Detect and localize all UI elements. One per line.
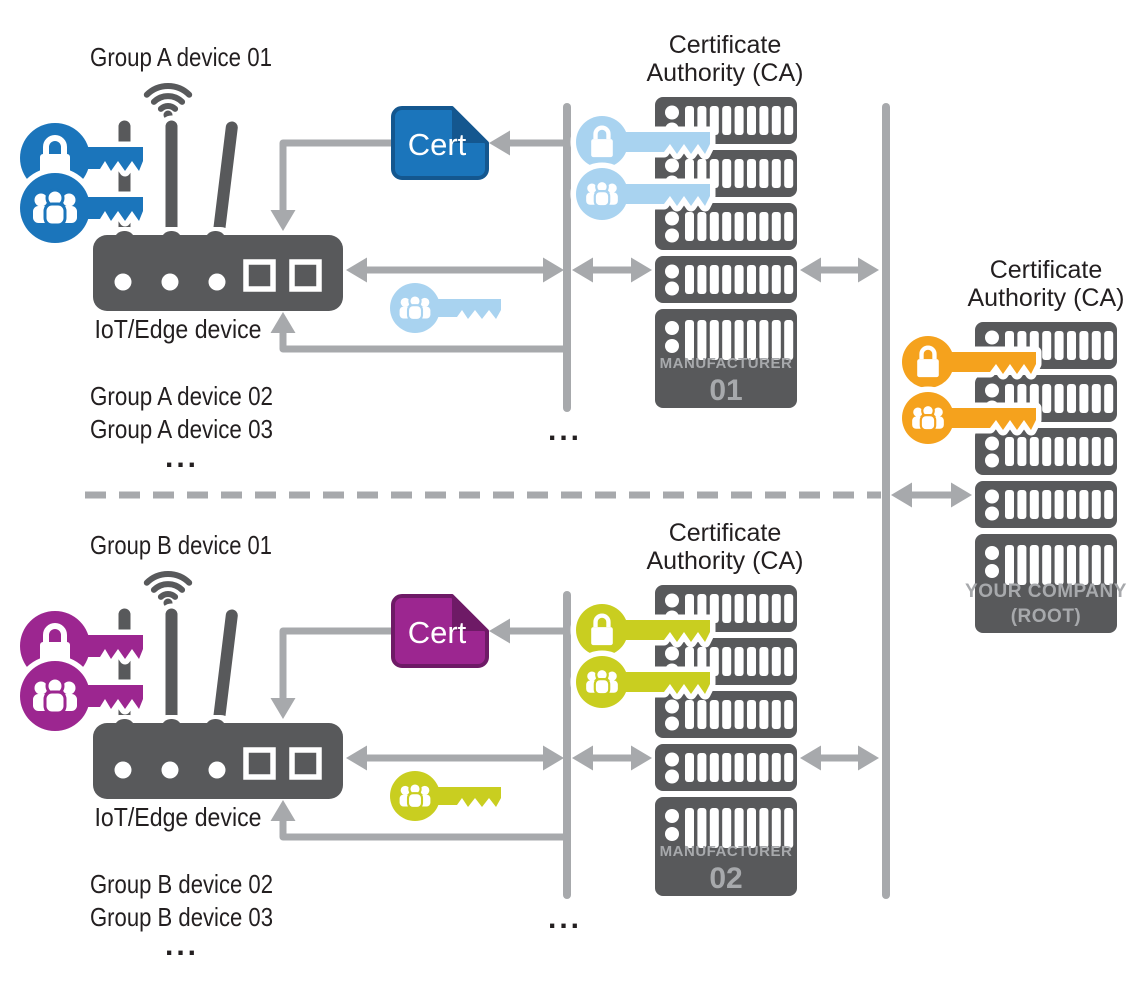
arrow-cert-b-to-device <box>270 698 296 719</box>
root-label-line2: (ROOT) <box>1011 606 1082 627</box>
group-b-device: Group B device 01 IoT/Edge device Group … <box>20 530 343 962</box>
root-title-line2: Authority (CA) <box>968 284 1125 312</box>
arrow-device-a-bus-right <box>543 257 564 283</box>
arrow-bus-ca2-right <box>631 745 652 771</box>
arrow-cert-a-to-device <box>270 210 296 231</box>
group-a-ellipsis: ... <box>165 441 199 474</box>
ca2-label-line1: MANUFACTURER <box>660 843 793 860</box>
arrow-device-b-bus-left <box>346 745 367 771</box>
arrow-bus-ca1-right <box>631 257 652 283</box>
cert-badge-group-a: Cert <box>391 106 489 180</box>
server-stack: MANUFACTURER 02 <box>655 585 797 896</box>
group-a-device-02-label: Group A device 02 <box>90 381 273 411</box>
wifi-icon <box>147 86 189 119</box>
ca1-title-line2: Authority (CA) <box>647 59 804 87</box>
cert-badge-group-b: Cert <box>391 594 489 668</box>
group-b-ellipsis: ... <box>165 929 199 962</box>
arrow-ca1-root-right <box>858 257 879 283</box>
arrow-bus-ca2-left <box>572 745 593 771</box>
iot-edge-device-label: IoT/Edge device <box>95 314 262 344</box>
root-label-line1: YOUR COMPANY <box>965 581 1127 602</box>
ca2-label-line2: 02 <box>709 862 742 895</box>
ellipsis-mid-bottom: ... <box>548 902 582 935</box>
ca1-label-line2: 01 <box>709 374 742 407</box>
server-stack: MANUFACTURER 01 <box>655 97 797 408</box>
arrow-return-to-device-a <box>270 312 296 333</box>
arrow-return-to-device-b <box>270 800 296 821</box>
people-key-icon <box>390 771 501 821</box>
ca1-title-line1: Certificate <box>669 31 782 59</box>
group-b-device-label: Group B device 01 <box>90 530 272 560</box>
server-unit <box>975 481 1117 528</box>
arrow-root-left <box>891 482 912 508</box>
group-b-device-02-label: Group B device 02 <box>90 869 273 899</box>
server-unit <box>975 428 1117 475</box>
arrow-root-right <box>951 482 972 508</box>
arrow-ca2-root-right <box>858 745 879 771</box>
ellipsis-mid-top: ... <box>548 414 582 447</box>
server-stack: YOUR COMPANY (ROOT) <box>965 322 1127 633</box>
ca2-title-line1: Certificate <box>669 519 782 547</box>
arrow-ca2-root-left <box>800 745 821 771</box>
connector-lines <box>85 103 972 899</box>
iot-edge-device-label: IoT/Edge device <box>95 802 262 832</box>
ca2-title-line2: Authority (CA) <box>647 547 804 575</box>
arrow-to-cert-b <box>489 618 510 644</box>
group-a-device-03-label: Group A device 03 <box>90 414 273 444</box>
cert-label-a: Cert <box>408 127 467 162</box>
people-key-icon <box>390 283 501 333</box>
arrow-device-b-bus-right <box>543 745 564 771</box>
ca-manufacturer-02: Certificate Authority (CA) MANUFACTURER … <box>576 519 803 896</box>
arrow-to-cert-a <box>489 130 510 156</box>
arrow-device-a-bus-left <box>346 257 367 283</box>
cert-fold-corner <box>452 108 487 143</box>
ca-root: Certificate Authority (CA) YOUR COMPANY … <box>902 256 1127 633</box>
ca1-label-line1: MANUFACTURER <box>660 355 793 372</box>
group-a-device: Group A device 01 IoT/Edge device Group … <box>20 42 343 474</box>
arrow-bus-ca1-left <box>572 257 593 283</box>
root-title-line1: Certificate <box>990 256 1103 284</box>
server-unit <box>655 256 797 303</box>
cert-fold-corner <box>452 596 487 631</box>
group-a-device-label: Group A device 01 <box>90 42 272 72</box>
ca-manufacturer-01: Certificate Authority (CA) MANUFACTURER … <box>576 31 803 408</box>
cert-label-b: Cert <box>408 615 467 650</box>
arrow-ca1-root-left <box>800 257 821 283</box>
server-unit <box>655 744 797 791</box>
group-b-device-03-label: Group B device 03 <box>90 902 273 932</box>
wifi-icon <box>147 574 189 607</box>
